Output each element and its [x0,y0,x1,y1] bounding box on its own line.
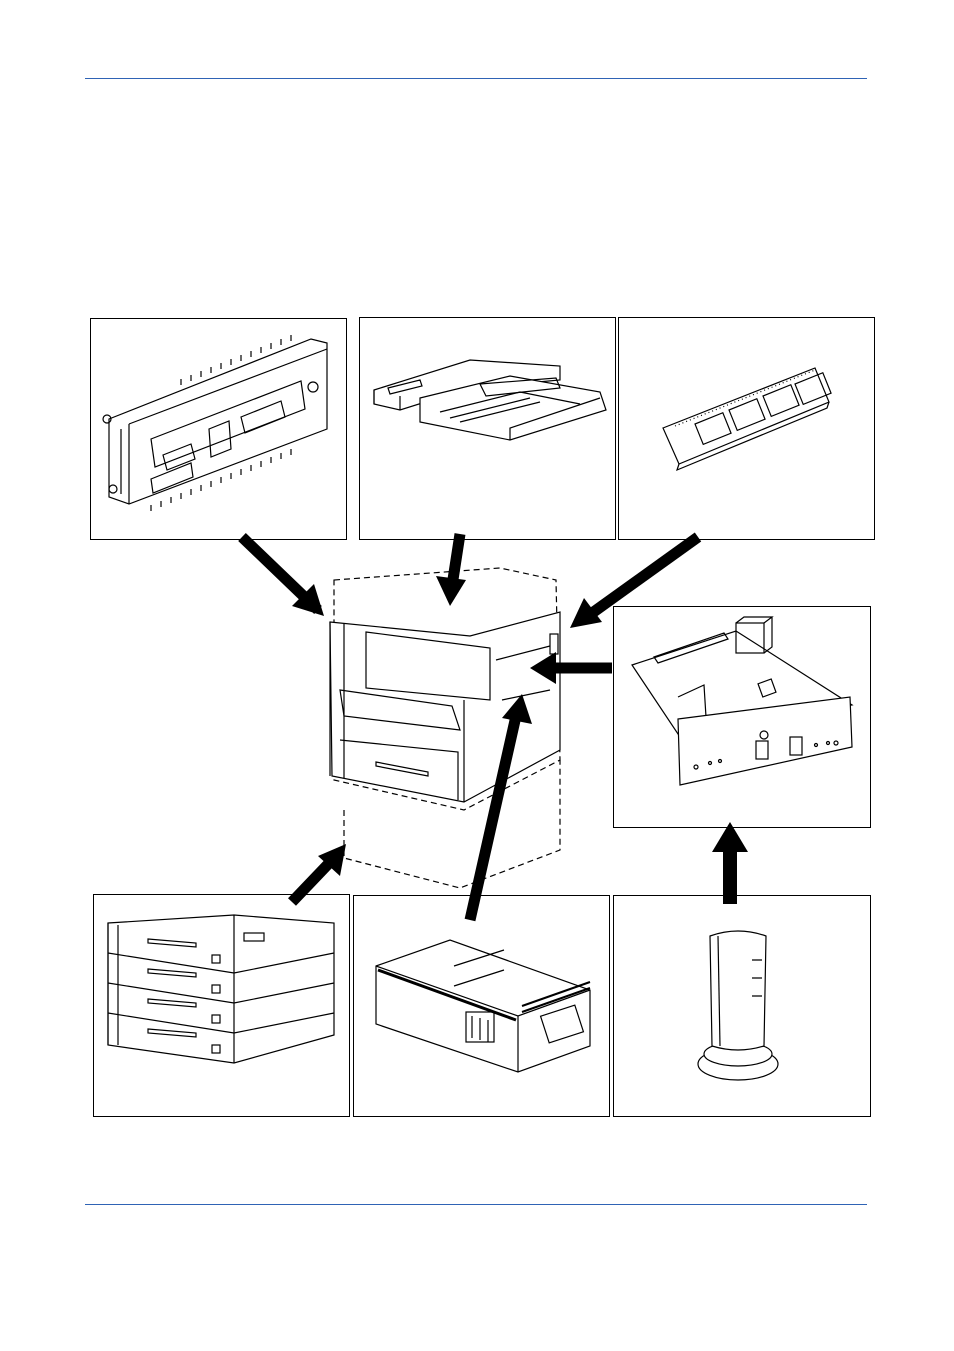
copier-icon [330,568,560,888]
